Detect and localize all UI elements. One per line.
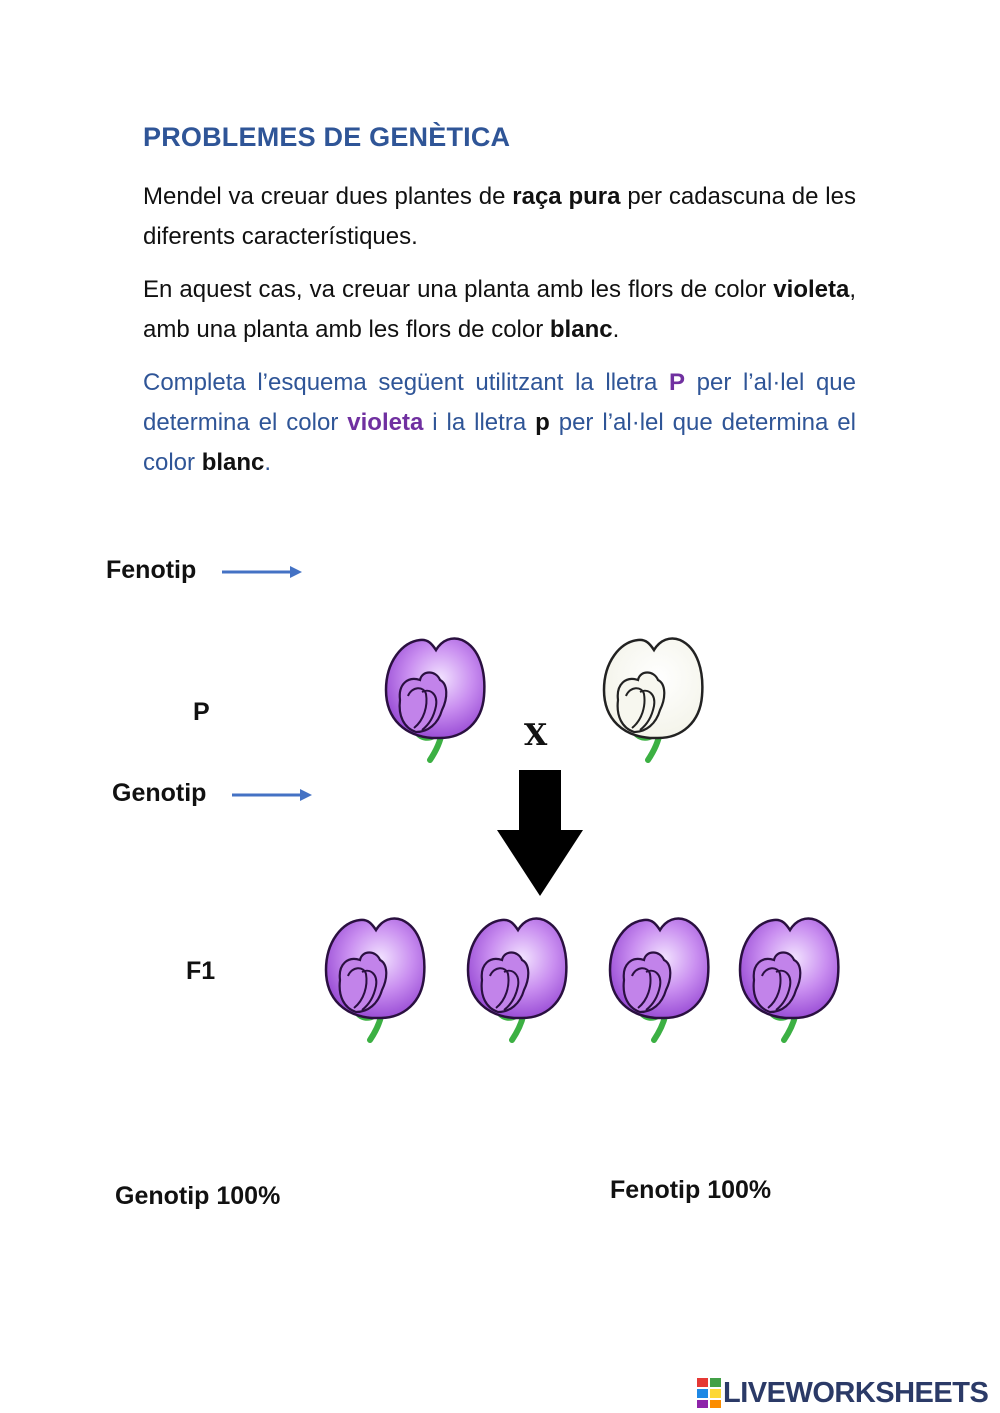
violet-flower-icon: [378, 628, 490, 768]
liveworksheets-logo: LIVEWORKSHEETS: [697, 1376, 989, 1410]
liveworksheets-logo-text: LIVEWORKSHEETS: [723, 1376, 989, 1409]
cross-text-3: .: [612, 316, 620, 343]
f1-violet-flower-icon: [460, 908, 572, 1048]
cross-paragraph: En aquest cas, va creuar una planta amb …: [143, 270, 856, 350]
cross-text-2: , amb una planta amb les flors de color: [143, 276, 856, 343]
f1-violet-flower-icon: [602, 908, 714, 1048]
instruction-word-white: blanc: [201, 449, 265, 476]
fenotip-label: Fenotip: [106, 556, 197, 584]
white-flower-icon: [596, 628, 708, 768]
cross-symbol: X: [524, 718, 548, 753]
page-title: PROBLEMES DE GENÈTICA: [143, 122, 511, 152]
intro-text-2: per cadascuna de les diferents caracterí…: [143, 183, 856, 250]
down-arrow-icon: [497, 770, 583, 896]
p-generation-label: P: [193, 698, 210, 726]
f1-violet-flower-icon: [318, 908, 430, 1048]
instruction-text-4: per l’al·lel que determina el color: [143, 409, 856, 476]
instruction-word-violet: violeta: [347, 409, 424, 436]
f1-generation-label: F1: [186, 957, 216, 985]
intro-text-1: Mendel va creuar dues plantes de: [143, 183, 513, 210]
liveworksheets-logo-icon: [697, 1378, 721, 1408]
instruction-paragraph: Completa l’esquema següent utilitzant la…: [143, 363, 856, 483]
intro-bold-pure-breed: raça pura: [512, 183, 621, 210]
instruction-text-3: i la lletra: [423, 409, 536, 436]
instruction-text-5: .: [264, 449, 272, 476]
cross-bold-violet: violeta: [773, 276, 850, 303]
instruction-letter-p: p: [535, 409, 550, 436]
genotip-label: Genotip: [112, 779, 207, 807]
instruction-letter-P: P: [669, 369, 686, 396]
fenotip-arrow-icon: [222, 566, 302, 578]
instruction-text-1: Completa l’esquema següent utilitzant la…: [143, 369, 670, 396]
intro-paragraph: Mendel va creuar dues plantes de raça pu…: [143, 177, 856, 257]
fenotip-result-label: Fenotip 100%: [610, 1176, 772, 1204]
instruction-text-2: per l’al·lel que determina el color: [143, 369, 856, 436]
genotip-arrow-icon: [232, 789, 312, 801]
f1-violet-flower-icon: [732, 908, 844, 1048]
cross-bold-white: blanc: [549, 316, 613, 343]
genotip-result-label: Genotip 100%: [115, 1182, 281, 1210]
cross-text-1: En aquest cas, va creuar una planta amb …: [143, 276, 774, 303]
